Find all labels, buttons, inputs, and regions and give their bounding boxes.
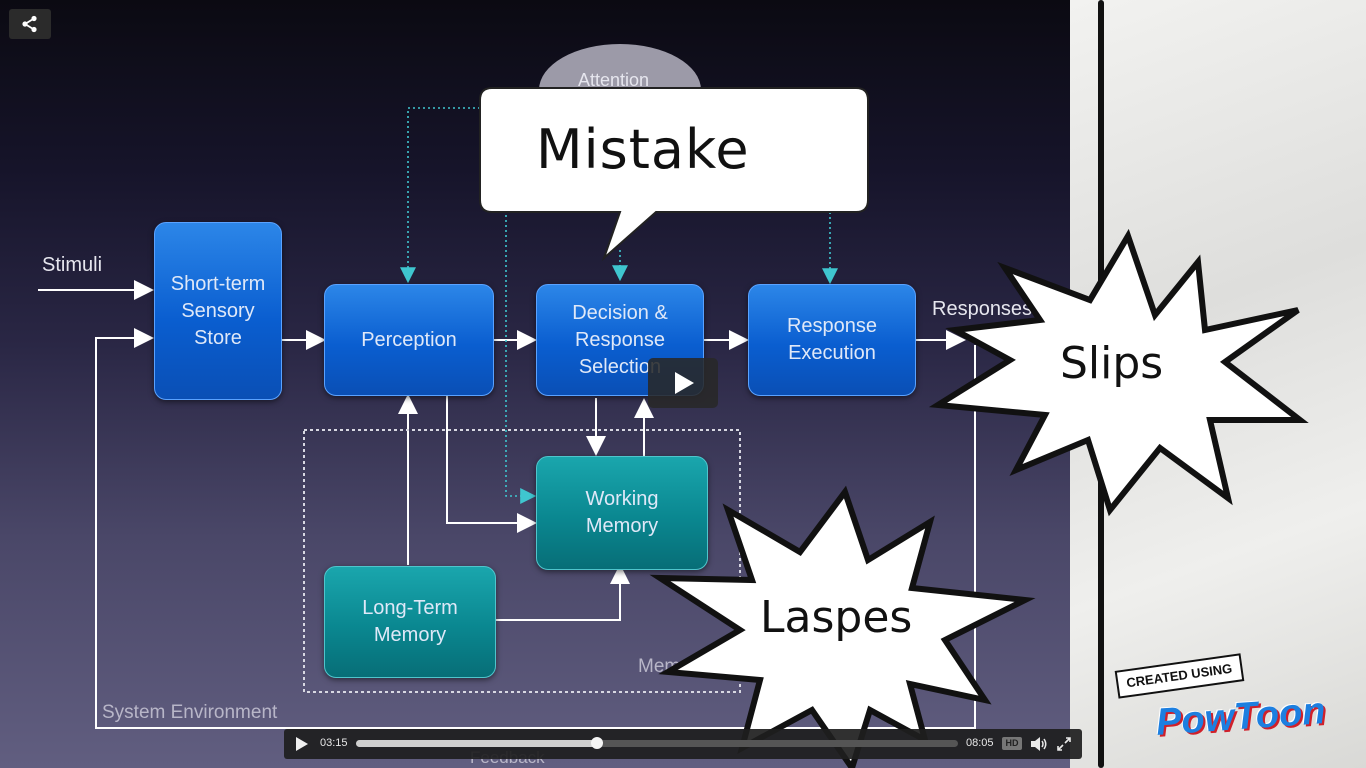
share-icon	[22, 15, 37, 33]
volume-icon	[1031, 737, 1047, 751]
created-using-badge: CREATED USING	[1114, 653, 1244, 699]
lapses-text: Laspes	[760, 592, 913, 643]
play-icon	[296, 737, 308, 751]
duration: 08:05	[966, 737, 994, 749]
control-play-button[interactable]	[292, 735, 312, 753]
current-time: 03:15	[320, 737, 348, 749]
player-control-bar: 03:15 08:05 HD	[284, 729, 1082, 759]
powtoon-logo: CREATED USING PowToon	[1112, 653, 1352, 762]
mistake-text: Mistake	[536, 118, 750, 181]
stimuli-label: Stimuli	[42, 254, 103, 276]
slips-text: Slips	[1060, 338, 1164, 389]
responses-label: Responses	[932, 298, 1033, 320]
powtoon-wordmark: PowToon	[1154, 690, 1327, 744]
play-icon	[675, 372, 694, 394]
fullscreen-button[interactable]	[1056, 736, 1074, 752]
long-term-memory-box: Long-Term Memory	[324, 566, 496, 678]
perception-box: Perception	[324, 284, 494, 396]
seek-thumb[interactable]	[590, 737, 603, 749]
system-environment-label: System Environment	[102, 702, 278, 723]
working-memory-box: Working Memory	[536, 456, 708, 570]
seek-progress	[356, 740, 597, 747]
hd-button[interactable]: HD	[1002, 737, 1022, 750]
attention-label: Attention	[578, 70, 650, 90]
response-execution-box: Response Execution	[748, 284, 916, 396]
share-button[interactable]	[9, 9, 51, 39]
seek-bar[interactable]	[356, 737, 958, 749]
created-using-text: CREATED USING	[1125, 660, 1234, 691]
big-play-button[interactable]	[648, 358, 718, 408]
volume-button[interactable]	[1030, 736, 1050, 752]
sensory-store-box: Short-term Sensory Store	[154, 222, 282, 400]
fullscreen-icon	[1057, 737, 1071, 751]
